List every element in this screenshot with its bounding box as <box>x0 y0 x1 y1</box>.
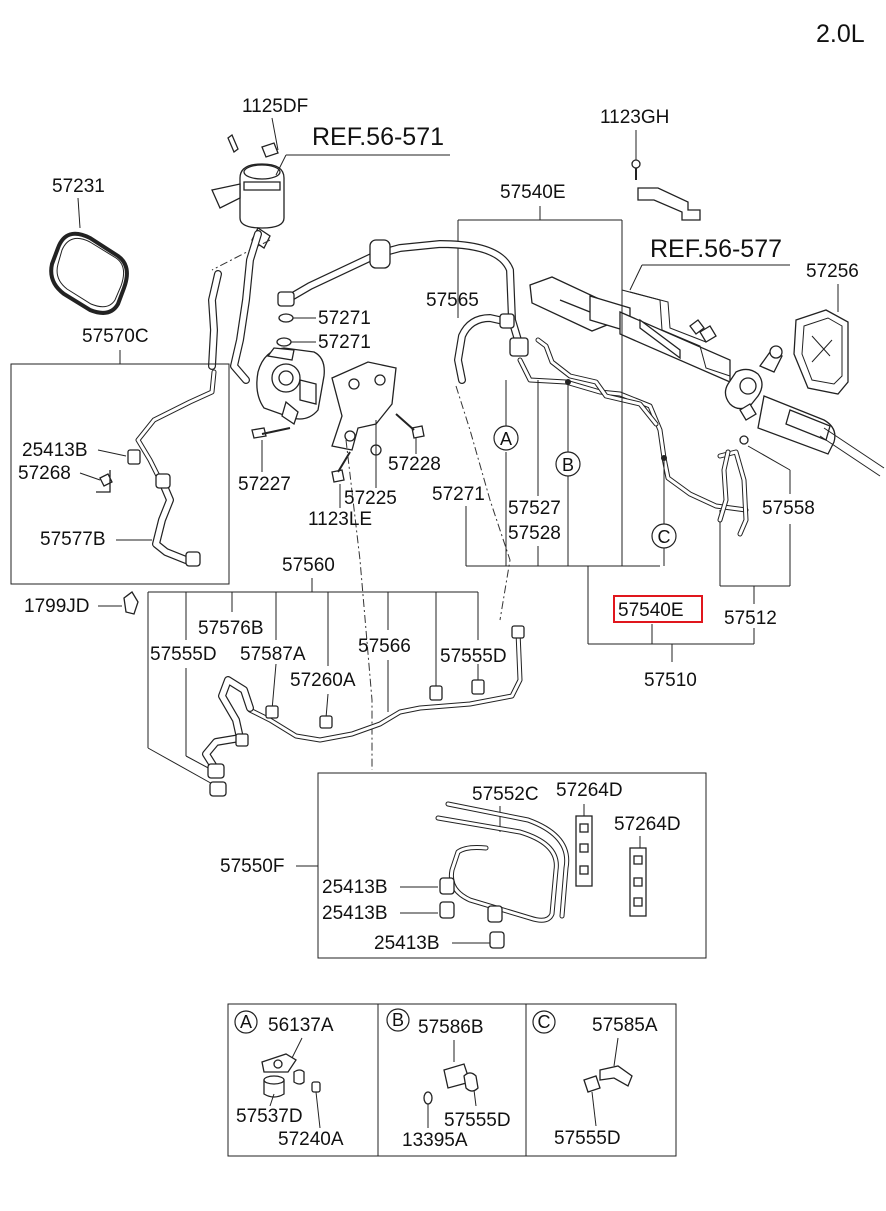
label-57264D-a: 57264D <box>556 780 623 801</box>
svg-text:B: B <box>562 455 574 475</box>
label-57271-c: 57271 <box>432 484 485 505</box>
label-25413B-a: 25413B <box>322 877 388 898</box>
label-57540E-highlight[interactable]: 57540E <box>618 600 684 621</box>
legend-A-part-2: 57240A <box>278 1129 344 1150</box>
label-57540E-top: 57540E <box>500 182 566 203</box>
legend-A-part-1: 57537D <box>236 1106 303 1127</box>
cooler-57552C-drawing <box>435 801 570 923</box>
label-57527: 57527 <box>508 498 561 519</box>
clamp-57264D-a-drawing <box>575 815 593 887</box>
pump-drawing <box>256 347 325 426</box>
label-57228: 57228 <box>388 454 441 475</box>
label-57570C: 57570C <box>82 326 149 347</box>
legend-section-C: C 57585A 57555D <box>532 1010 658 1149</box>
callout-C: C <box>651 523 677 549</box>
callout-B: B <box>555 451 581 477</box>
legend-B-part-2: 13395A <box>402 1130 468 1151</box>
reservoir-drawing <box>211 117 285 249</box>
label-57256: 57256 <box>806 261 859 282</box>
boot-57256-drawing <box>793 309 849 395</box>
bolt-1123GH-drawing <box>631 159 701 221</box>
label-57260A: 57260A <box>290 670 356 691</box>
label-57558: 57558 <box>762 498 815 519</box>
label-57227: 57227 <box>238 474 291 495</box>
label-1123GH: 1123GH <box>600 107 669 128</box>
steering-gear-drawing <box>529 276 885 477</box>
legend-B-part-1: 57555D <box>444 1110 511 1131</box>
label-57560: 57560 <box>282 555 335 576</box>
pump-bolts-drawing <box>251 413 425 483</box>
legend-C-part-1: 57555D <box>554 1128 621 1149</box>
label-57555D-b: 57555D <box>440 646 507 667</box>
label-57576B: 57576B <box>198 618 264 639</box>
label-57268: 57268 <box>18 463 71 484</box>
label-57555D-a: 57555D <box>150 644 217 665</box>
label-57271-b: 57271 <box>318 332 371 353</box>
pump-bracket-drawing <box>331 361 397 456</box>
label-57512: 57512 <box>724 608 777 629</box>
label-1123LE: 1123LE <box>308 509 372 530</box>
legend-A-letter: A <box>240 1012 252 1032</box>
label-57587A: 57587A <box>240 644 306 665</box>
label-57510: 57510 <box>644 670 697 691</box>
engine-label: 2.0L <box>816 20 865 48</box>
legend-section-B: B 57586B 57555D 13395A <box>386 1008 511 1151</box>
label-25413B-b: 25413B <box>322 903 388 924</box>
label-57566: 57566 <box>358 636 411 657</box>
label-57231: 57231 <box>52 176 105 197</box>
legend-C-letter: C <box>538 1012 551 1032</box>
drive-belt-drawing <box>49 231 129 315</box>
label-1125DF: 1125DF <box>242 96 308 117</box>
label-57550F: 57550F <box>220 856 284 877</box>
svg-text:A: A <box>500 429 512 449</box>
label-57271-a: 57271 <box>318 308 371 329</box>
label-25413B-c: 25413B <box>374 933 440 954</box>
label-57577B: 57577B <box>40 529 106 550</box>
clamp-57264D-b-drawing <box>629 847 647 917</box>
label-1799JD: 1799JD <box>24 596 90 617</box>
label-57552C: 57552C <box>472 784 539 805</box>
svg-text:C: C <box>658 527 671 547</box>
legend-section-A: A 56137A 57537D 57240A <box>234 1010 344 1150</box>
label-57528: 57528 <box>508 523 561 544</box>
label-57225: 57225 <box>344 488 397 509</box>
legend-C-part-0: 57585A <box>592 1015 658 1036</box>
label-57264D-b: 57264D <box>614 814 681 835</box>
ref-56-571: REF.56-571 <box>312 123 444 151</box>
callout-A: A <box>493 425 519 451</box>
highlight-box-57540E <box>613 595 703 623</box>
legend-B-part-0: 57586B <box>418 1017 484 1038</box>
legend-B-letter: B <box>392 1010 404 1030</box>
legend-panel <box>227 1003 677 1157</box>
legend-A-part-0: 56137A <box>268 1015 334 1036</box>
label-57565: 57565 <box>426 290 479 311</box>
ref-56-577: REF.56-577 <box>650 235 782 263</box>
label-25413B-left: 25413B <box>22 440 88 461</box>
box-57570C <box>10 363 230 585</box>
